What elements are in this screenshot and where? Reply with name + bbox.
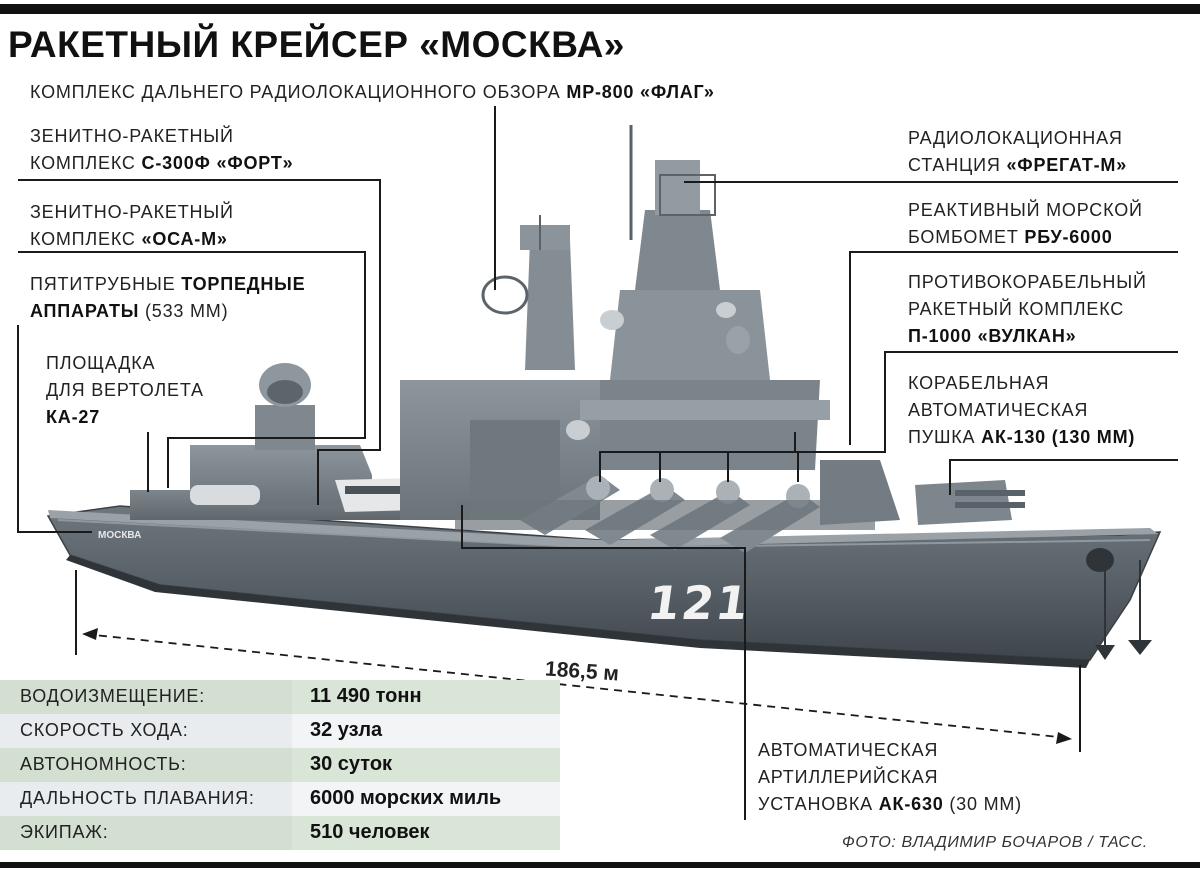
label-osa-pre: КОМПЛЕКС — [30, 229, 142, 249]
label-rbu-pre: БОМБОМЕТ — [908, 227, 1025, 247]
label-rbu: РЕАКТИВНЫЙ МОРСКОЙ БОМБОМЕТ РБУ-6000 — [908, 197, 1143, 251]
label-torpedo-bold2: АППАРАТЫ — [30, 301, 140, 321]
forward-gun — [820, 460, 1025, 525]
spec-key: СКОРОСТЬ ХОДА: — [0, 714, 292, 748]
label-ak130-line2: АВТОМАТИЧЕСКАЯ — [908, 400, 1089, 420]
label-s300: ЗЕНИТНО-РАКЕТНЫЙ КОМПЛЕКС С-300Ф «ФОРТ» — [30, 123, 293, 177]
spec-value: 6000 морских миль — [292, 782, 560, 816]
label-ak630-line1: АВТОМАТИЧЕСКАЯ — [758, 740, 939, 760]
spec-value: 32 узла — [292, 714, 560, 748]
label-fregat-line1: РАДИОЛОКАЦИОННАЯ — [908, 128, 1123, 148]
main-superstructure — [400, 125, 830, 520]
label-osa: ЗЕНИТНО-РАКЕТНЫЙ КОМПЛЕКС «ОСА-М» — [30, 199, 234, 253]
label-heli-line1: ПЛОЩАДКА — [46, 353, 156, 373]
label-fregat-pre: СТАНЦИЯ — [908, 155, 1007, 175]
label-vulkan: ПРОТИВОКОРАБЕЛЬНЫЙ РАКЕТНЫЙ КОМПЛЕКС П-1… — [908, 269, 1147, 350]
label-ak630-line2: АРТИЛЛЕРИЙСКАЯ — [758, 767, 939, 787]
label-s300-pre: КОМПЛЕКС — [30, 153, 142, 173]
spec-row: ЭКИПАЖ: 510 человек — [0, 816, 560, 850]
spec-row: АВТОНОМНОСТЬ: 30 суток — [0, 748, 560, 782]
hull — [46, 505, 1162, 668]
label-mr800-pre: КОМПЛЕКС ДАЛЬНЕГО РАДИОЛОКАЦИОННОГО ОБЗО… — [30, 82, 567, 102]
spec-value: 510 человек — [292, 816, 560, 850]
spec-row: ДАЛЬНОСТЬ ПЛАВАНИЯ: 6000 морских миль — [0, 782, 560, 816]
label-rbu-bold: РБУ-6000 — [1024, 227, 1113, 247]
page-title: РАКЕТНЫЙ КРЕЙСЕР «МОСКВА» — [8, 24, 625, 65]
label-mr800-bold: МР-800 «ФЛАГ» — [566, 82, 715, 102]
spec-key: ВОДОИЗМЕЩЕНИЕ: — [0, 680, 292, 714]
label-osa-bold: «ОСА-М» — [141, 229, 228, 249]
photo-credit: ФОТО: ВЛАДИМИР БОЧАРОВ / ТАСС. — [842, 834, 1148, 851]
label-vulkan-bold: П-1000 «ВУЛКАН» — [908, 326, 1077, 346]
spec-key: АВТОНОМНОСТЬ: — [0, 748, 292, 782]
label-mr800: КОМПЛЕКС ДАЛЬНЕГО РАДИОЛОКАЦИОННОГО ОБЗО… — [30, 79, 715, 106]
label-fregat: РАДИОЛОКАЦИОННАЯ СТАНЦИЯ «ФРЕГАТ-М» — [908, 125, 1127, 179]
label-heli-bold: КА-27 — [46, 407, 101, 427]
top-rule — [0, 4, 1200, 14]
label-osa-line1: ЗЕНИТНО-РАКЕТНЫЙ — [30, 202, 234, 222]
hull-number: 121 — [644, 576, 754, 630]
bow-anchor — [1086, 548, 1152, 660]
label-ak630: АВТОМАТИЧЕСКАЯ АРТИЛЛЕРИЙСКАЯ УСТАНОВКА … — [758, 737, 1022, 818]
aft-superstructure — [130, 363, 440, 520]
label-ak630-post: (30 ММ) — [943, 794, 1022, 814]
spec-row: ВОДОИЗМЕЩЕНИЕ: 11 490 тонн — [0, 680, 560, 714]
label-ak130-pre: ПУШКА — [908, 427, 982, 447]
spec-table: ВОДОИЗМЕЩЕНИЕ: 11 490 тонн СКОРОСТЬ ХОДА… — [0, 680, 560, 850]
spec-value: 11 490 тонн — [292, 680, 560, 714]
label-torpedo-post: (533 ММ) — [139, 301, 229, 321]
label-rbu-line1: РЕАКТИВНЫЙ МОРСКОЙ — [908, 200, 1143, 220]
bottom-rule — [0, 862, 1200, 868]
spec-value: 30 суток — [292, 748, 560, 782]
label-ak130-bold: АК-130 (130 ММ) — [981, 427, 1136, 447]
label-vulkan-line1: ПРОТИВОКОРАБЕЛЬНЫЙ — [908, 272, 1147, 292]
hull-name: МОСКВА — [98, 530, 142, 541]
label-heli: ПЛОЩАДКА ДЛЯ ВЕРТОЛЕТА КА-27 — [46, 350, 204, 431]
leader-lines — [17, 106, 1178, 820]
spec-key: ЭКИПАЖ: — [0, 816, 292, 850]
label-torpedo: ПЯТИТРУБНЫЕ ТОРПЕДНЫЕ АППАРАТЫ (533 ММ) — [30, 271, 305, 325]
length-arrow — [82, 628, 1072, 744]
label-s300-bold: С-300Ф «ФОРТ» — [141, 153, 294, 173]
label-s300-line1: ЗЕНИТНО-РАКЕТНЫЙ — [30, 126, 234, 146]
label-torpedo-pre: ПЯТИТРУБНЫЕ — [30, 274, 182, 294]
label-fregat-bold: «ФРЕГАТ-М» — [1006, 155, 1128, 175]
label-ak130: КОРАБЕЛЬНАЯ АВТОМАТИЧЕСКАЯ ПУШКА АК-130 … — [908, 370, 1135, 451]
label-heli-line2: ДЛЯ ВЕРТОЛЕТА — [46, 380, 204, 400]
spec-row: СКОРОСТЬ ХОДА: 32 узла — [0, 714, 560, 748]
label-torpedo-bold1: ТОРПЕДНЫЕ — [181, 274, 306, 294]
label-ak630-pre: УСТАНОВКА — [758, 794, 879, 814]
label-ak630-bold: АК-630 — [878, 794, 944, 814]
label-ak130-line1: КОРАБЕЛЬНАЯ — [908, 373, 1050, 393]
missile-launchers — [455, 475, 875, 553]
spec-key: ДАЛЬНОСТЬ ПЛАВАНИЯ: — [0, 782, 292, 816]
label-vulkan-line2: РАКЕТНЫЙ КОМПЛЕКС — [908, 299, 1125, 319]
